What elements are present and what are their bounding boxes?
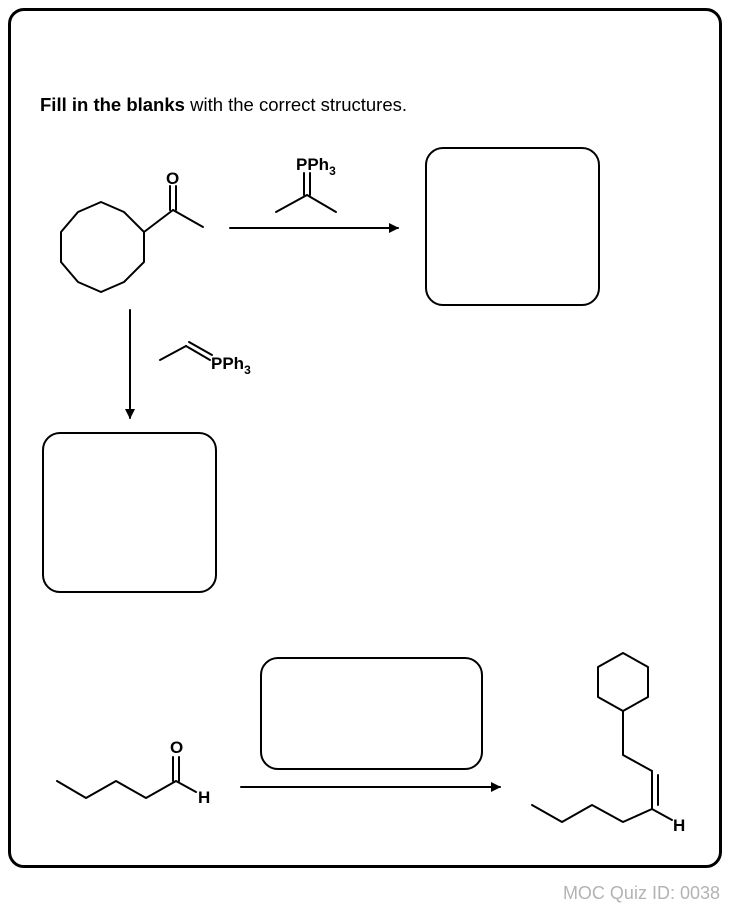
ylide-2-phosphorus-label: PPh3 bbox=[211, 354, 251, 377]
answer-box-product-2[interactable] bbox=[42, 432, 217, 593]
ylide-methyl-left bbox=[275, 194, 308, 213]
instructions-rest: with the correct structures. bbox=[184, 94, 408, 115]
isopropylidene-ylide bbox=[275, 172, 337, 213]
ring-carbonyl-bond bbox=[143, 209, 174, 233]
answer-box-reagent-3[interactable] bbox=[260, 657, 483, 770]
ethylidene-double-bond-a bbox=[185, 345, 211, 361]
ylide-1-phosphorus-label: PPh3 bbox=[296, 155, 336, 178]
pentanal-structure bbox=[56, 756, 197, 799]
ylide-2-subscript: 3 bbox=[244, 363, 251, 377]
alkene-product-structure bbox=[531, 652, 673, 823]
cyclooctyl-ketone-structure bbox=[60, 185, 204, 293]
ylide-1-subscript: 3 bbox=[329, 164, 336, 178]
ethylidene-ylide bbox=[159, 341, 213, 361]
instructions-bold: Fill in the blanks bbox=[40, 94, 185, 115]
answer-box-product-1[interactable] bbox=[425, 147, 600, 306]
instructions: Fill in the blanks with the correct stru… bbox=[40, 94, 407, 116]
quiz-id-footer: MOC Quiz ID: 0038 bbox=[562, 883, 720, 903]
carbonyl-methyl-bond bbox=[172, 209, 204, 228]
ylide-methyl-right bbox=[306, 194, 337, 213]
aldehyde-oxygen-label: O bbox=[170, 738, 183, 757]
cyclohexane-ring bbox=[597, 652, 649, 712]
alkene-h-bond bbox=[651, 808, 673, 821]
butyl-chain bbox=[531, 804, 653, 823]
ylide-2-pph-text: PPh bbox=[211, 354, 244, 373]
aldehyde-hydrogen-label: H bbox=[198, 788, 210, 807]
ethylidene-double-bond-b bbox=[188, 341, 213, 356]
ylide-1-pph-text: PPh bbox=[296, 155, 329, 174]
alkene-hydrogen-label: H bbox=[673, 816, 685, 835]
cyclooctane-ring bbox=[60, 201, 145, 293]
carbonyl-oxygen-label: O bbox=[166, 169, 179, 188]
pentanal-chain bbox=[56, 780, 197, 799]
cyclohexyl-chain bbox=[622, 710, 653, 772]
ethylidene-methyl-bond bbox=[159, 345, 187, 361]
